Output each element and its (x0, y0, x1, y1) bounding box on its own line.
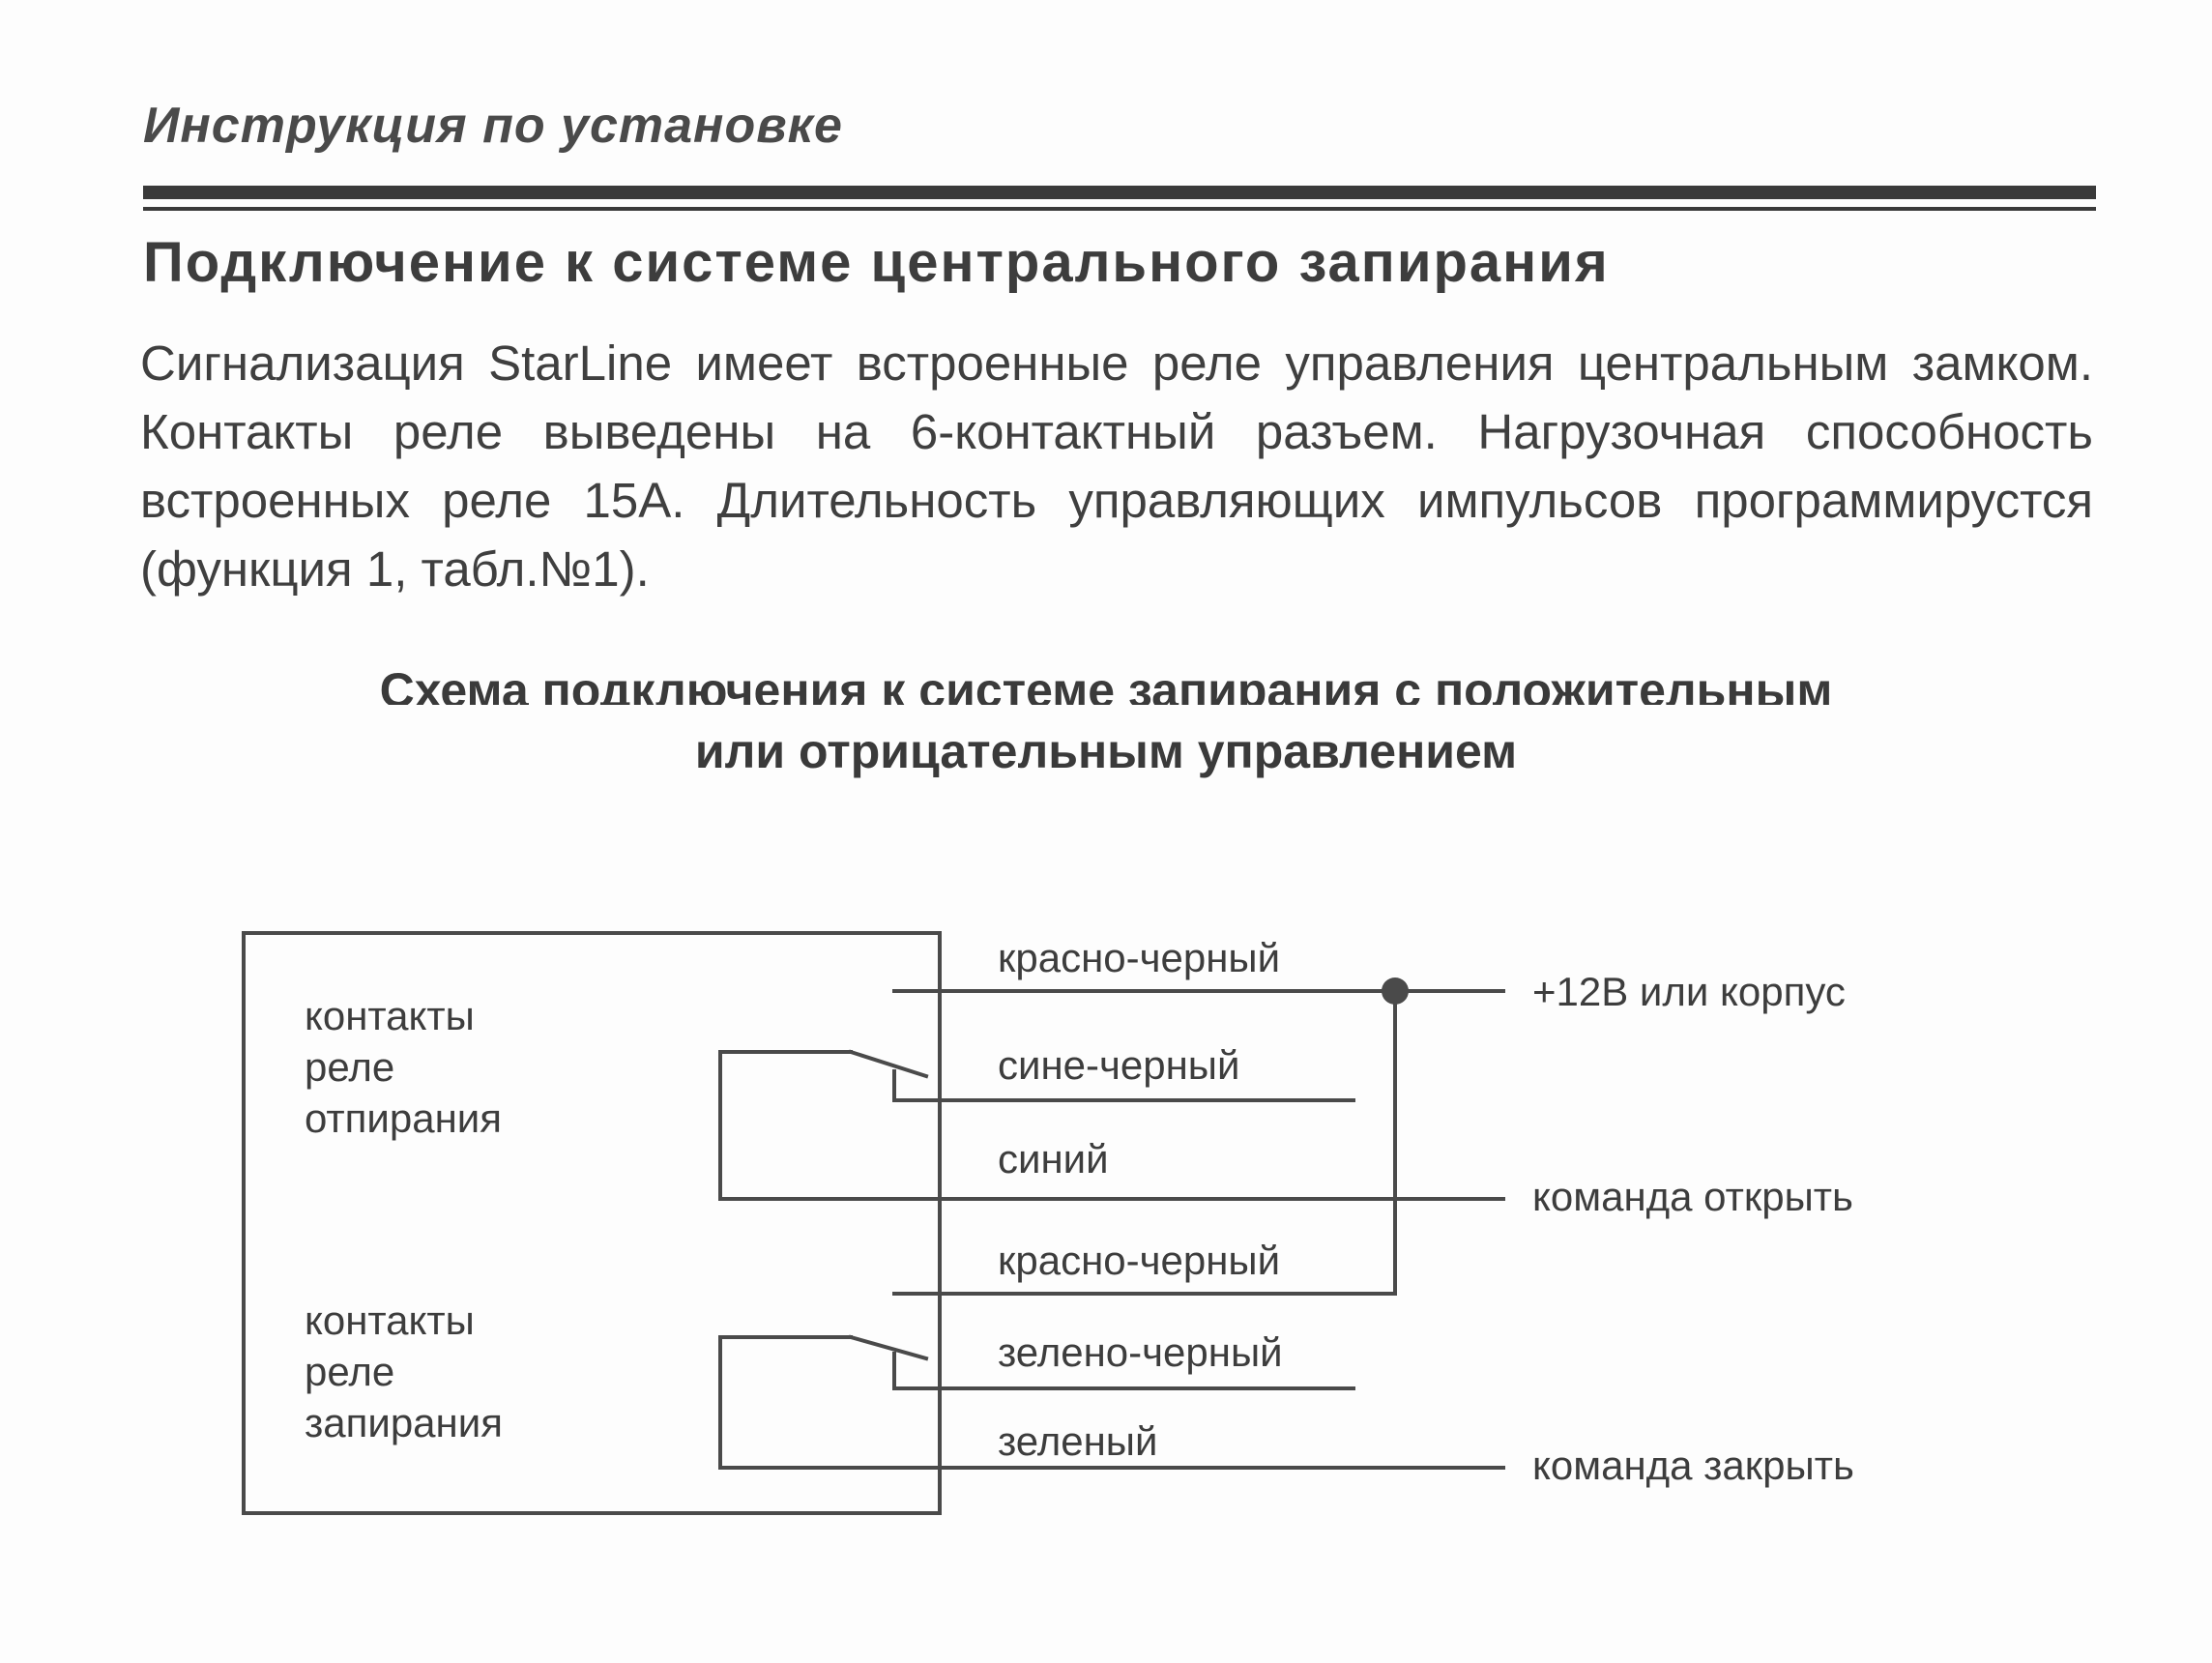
wire-label-red-black-2: красно-черный (998, 1238, 1280, 1283)
lock-relay-contact (848, 1334, 929, 1361)
wire-label-green: зеленый (998, 1418, 1157, 1464)
relay-block-outline (242, 931, 942, 1515)
document-header-title: Инструкция по установке (143, 98, 843, 154)
unlock-relay-label-1: контакты (305, 993, 475, 1038)
wire-label-blue: синий (998, 1136, 1109, 1182)
output-label-close: команда закрыть (1532, 1443, 1854, 1488)
diagram-title-line-2: или отрицательным управлением (694, 724, 1518, 778)
unlock-relay-loop (718, 1050, 1505, 1201)
section-title: Подключение к системе центрального запир… (143, 231, 1610, 294)
junction-dot (1382, 977, 1409, 1005)
lock-relay-label-1: контакты (305, 1298, 475, 1343)
wire-label-red-black-1: красно-черный (998, 935, 1280, 980)
lock-relay-label-3: запирания (305, 1400, 503, 1445)
wire-blue-black (892, 1069, 1355, 1102)
lock-relay-label-2: реле (305, 1349, 394, 1394)
diagram-title-line-1: Схема подключения к системе запирания с … (379, 663, 1833, 705)
header-rule-thick (143, 186, 2096, 199)
output-label-open: команда открыть (1532, 1174, 1853, 1219)
header-rule-thin (143, 207, 2096, 211)
output-label-power: +12В или корпус (1532, 969, 1846, 1014)
wire-label-blue-black: сине-черный (998, 1042, 1239, 1088)
wire-label-green-black: зелено-черный (998, 1329, 1283, 1375)
wire-green-black (892, 1352, 1355, 1390)
unlock-relay-label-2: реле (305, 1044, 394, 1090)
unlock-relay-label-3: отпирания (305, 1095, 502, 1141)
lock-relay-loop (718, 1335, 1505, 1470)
unlock-relay-contact (848, 1049, 929, 1079)
section-paragraph: Сигнализация StarLine имеет встроенные р… (140, 336, 2093, 597)
